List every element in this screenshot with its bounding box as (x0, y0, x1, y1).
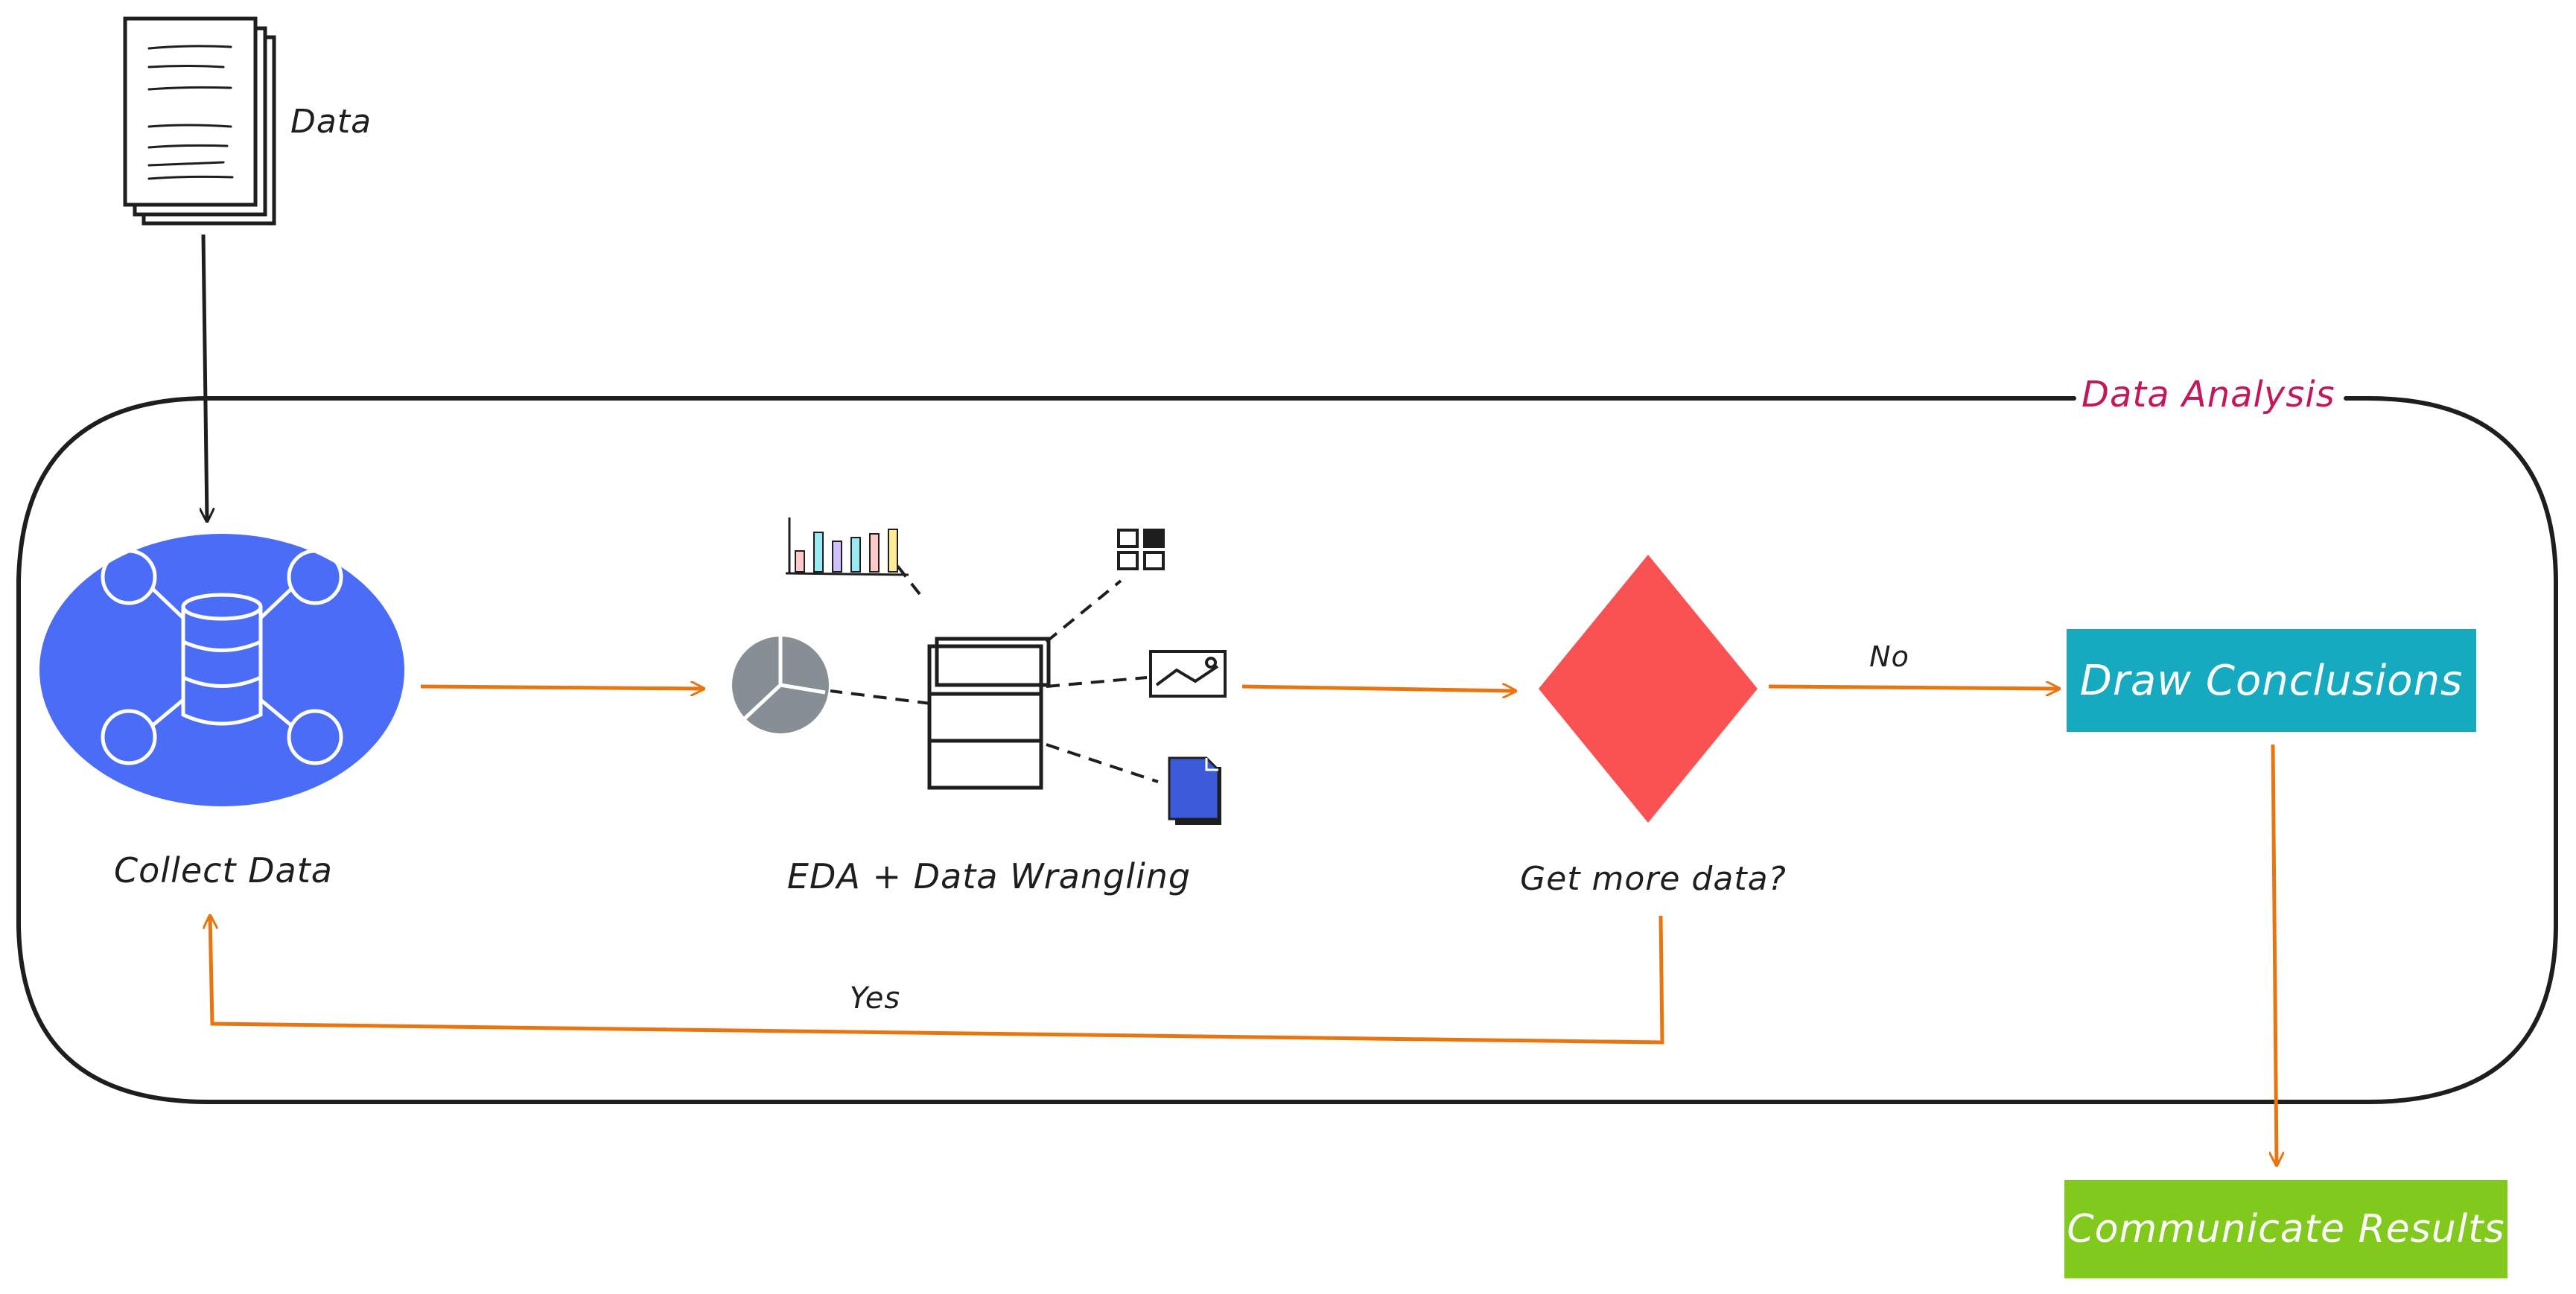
eda-cluster (732, 517, 1227, 825)
arrow-no-to-conclusions (1768, 686, 2059, 689)
data-source-label: Data (290, 103, 372, 141)
data-analysis-frame (16, 396, 2558, 1104)
document-stack-icon (123, 16, 276, 226)
draw-conclusions-box: Draw Conclusions (2067, 629, 2476, 732)
collect-data-node (39, 534, 404, 806)
eda-label: EDA + Data Wrangling (786, 856, 1192, 896)
database-network-icon (101, 549, 343, 765)
communicate-results-label: Communicate Results (2067, 1207, 2505, 1252)
data-analysis-frame-label: Data Analysis (2082, 374, 2335, 415)
image-icon (1149, 650, 1227, 698)
decision-label: Get more data? (1520, 860, 1787, 898)
file-icon (1168, 756, 1221, 825)
arrow-eda-to-decision (1241, 686, 1516, 691)
no-label: No (1869, 640, 1909, 673)
arrow-yes-loop-back (210, 916, 1664, 1045)
arrow-data-to-collect (203, 234, 207, 521)
arrow-conclusions-to-results (2273, 744, 2277, 1165)
table-icon (927, 637, 1051, 790)
pie-chart-icon (732, 637, 829, 733)
communicate-results-box: Communicate Results (2064, 1180, 2507, 1278)
decision-diamond (1539, 555, 1758, 823)
bar-chart-icon (785, 517, 909, 576)
grid-icon (1117, 529, 1165, 570)
yes-label: Yes (849, 981, 901, 1016)
arrow-collect-to-eda (420, 686, 704, 689)
draw-conclusions-label: Draw Conclusions (2079, 656, 2464, 705)
collect-data-label: Collect Data (114, 850, 333, 890)
